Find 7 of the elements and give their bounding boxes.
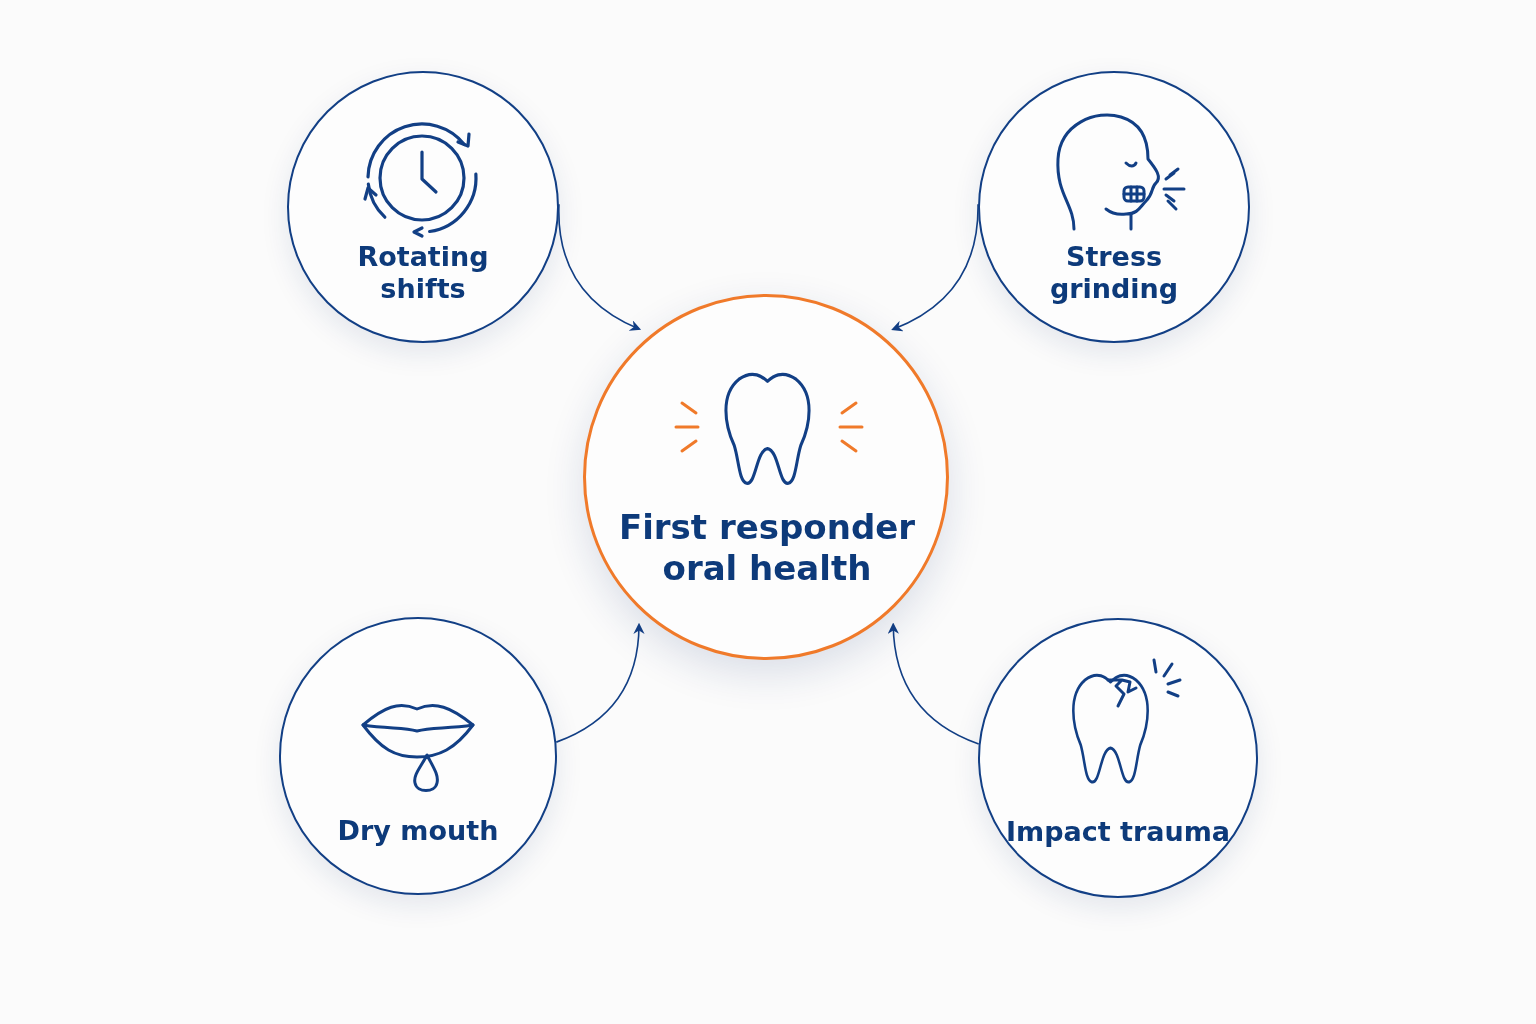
node-label: Rotating shifts [356,241,490,306]
node-label: First responder oral health [617,507,917,589]
arrow [555,622,645,743]
node-label: Stress grinding [1048,241,1180,306]
arrow [888,622,980,745]
node-label: Dry mouth [336,815,500,848]
node-label: Impact trauma [1004,816,1232,849]
